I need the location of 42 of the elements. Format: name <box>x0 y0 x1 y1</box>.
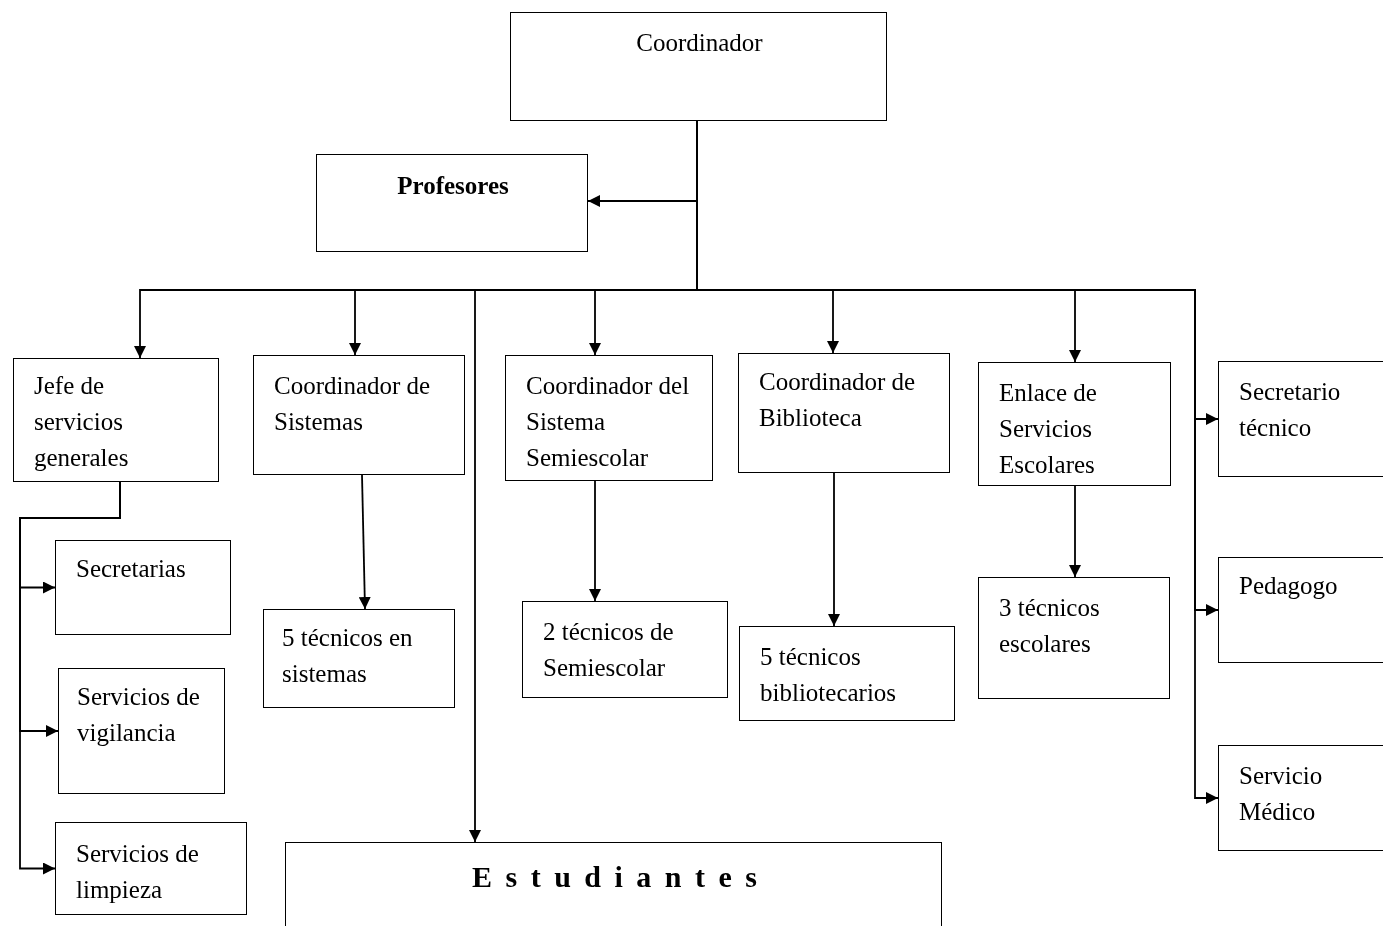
org-box <box>55 822 247 915</box>
org-box <box>978 362 1171 486</box>
org-box <box>253 355 465 475</box>
arrow <box>828 472 840 627</box>
node-label: Coordinador de Sistemas <box>274 371 432 437</box>
org-box <box>738 353 950 473</box>
node-label: Jefe de servicios generales <box>34 371 130 473</box>
arrow <box>589 480 601 602</box>
node-label: 5 técnicos en sistemas <box>282 623 414 689</box>
org-box <box>1218 361 1383 477</box>
node-label: Coordinador <box>635 28 764 58</box>
org-box <box>1218 557 1383 663</box>
org-box <box>978 577 1170 699</box>
arrow <box>358 474 371 610</box>
node-label: Servicios de vigilancia <box>77 682 201 748</box>
arrow <box>1069 485 1081 578</box>
org-box <box>505 355 713 481</box>
node-label: 5 técnicos bibliotecarios <box>760 642 898 708</box>
arrow <box>19 481 121 875</box>
node-label: Enlace de Servicios Escolares <box>999 378 1098 480</box>
node-label: 3 técnicos escolares <box>999 593 1101 659</box>
node-label: Secretario técnico <box>1239 377 1342 443</box>
arrow <box>696 120 1219 804</box>
node-label: Servicio Médico <box>1239 761 1324 827</box>
org-box <box>13 358 219 482</box>
group-box <box>285 842 942 926</box>
org-box <box>739 626 955 721</box>
node-label: Coordinador del Sistema Semiescolar <box>526 371 691 473</box>
node-label: Pedagogo <box>1239 571 1339 601</box>
node-label: Secretarias <box>76 554 187 584</box>
org-box <box>522 601 728 698</box>
org-box <box>510 12 887 121</box>
org-box <box>263 609 455 708</box>
org-box <box>1218 745 1383 851</box>
org-box <box>55 540 231 635</box>
org-box <box>58 668 225 794</box>
node-label: Servicios de limpieza <box>76 839 200 905</box>
org-box <box>316 154 588 252</box>
node-label: 2 técnicos de Semiescolar <box>543 617 675 683</box>
node-label: Estudiantes <box>470 859 772 895</box>
node-label: Coordinador de Biblioteca <box>759 367 917 433</box>
node-label: Profesores <box>396 171 510 201</box>
